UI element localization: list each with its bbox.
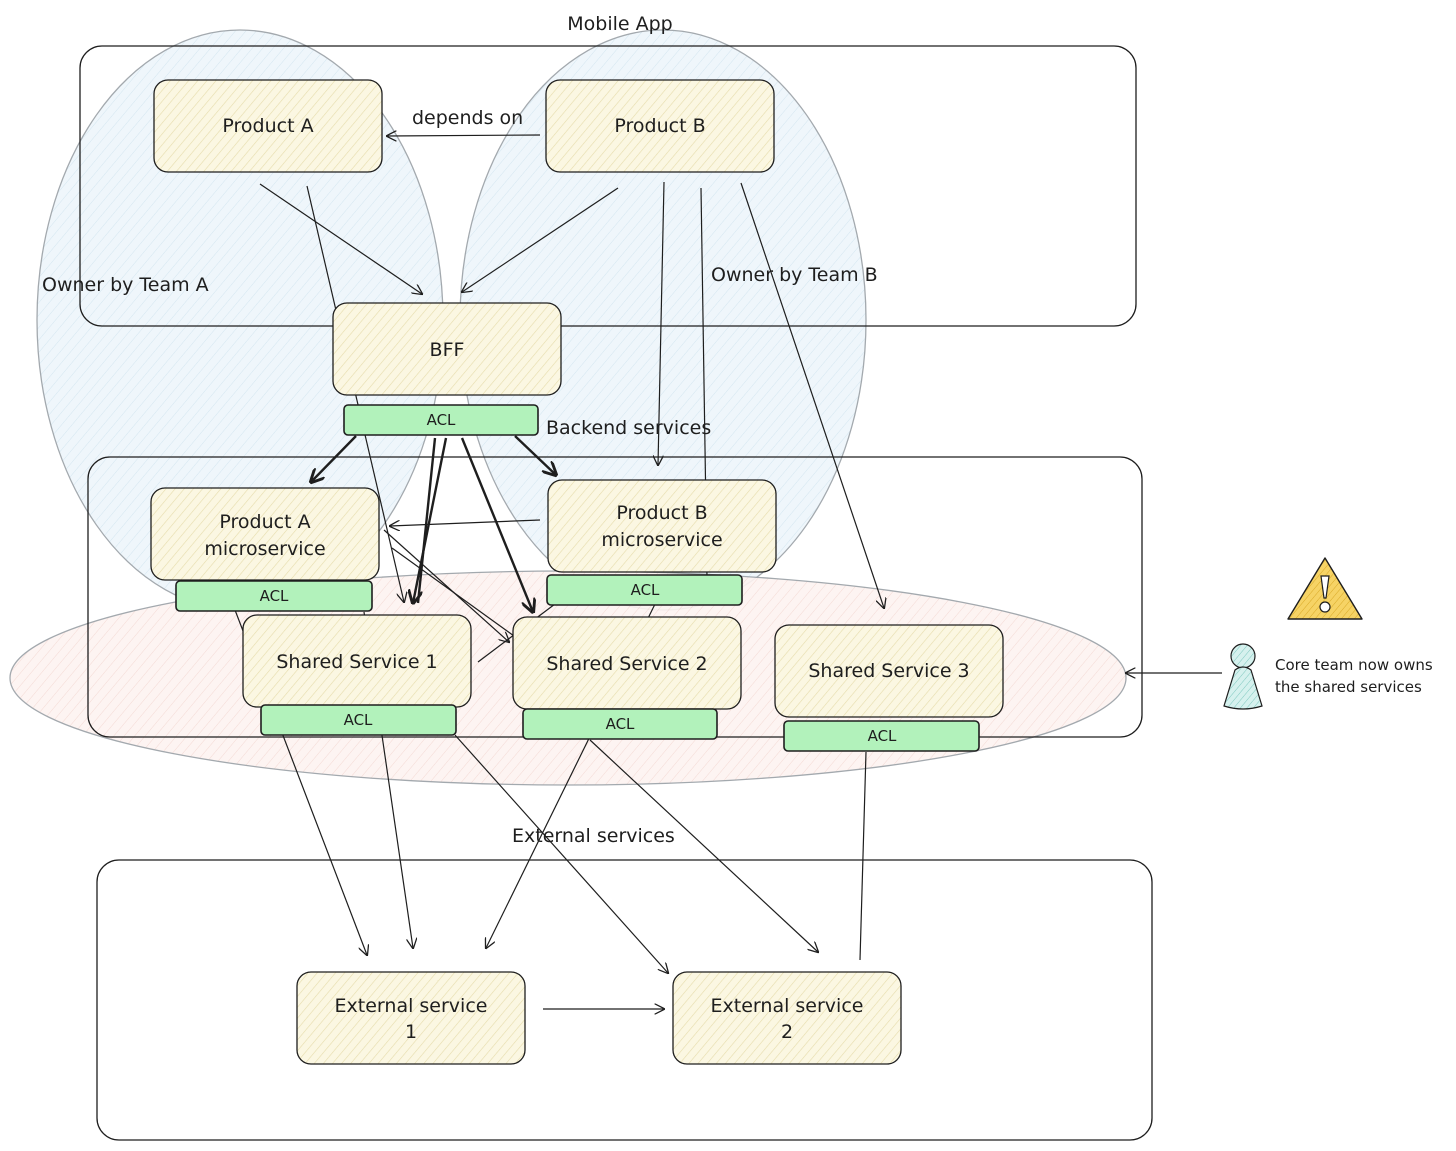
product-b-microservice-node[interactable]: Product B microservice <box>547 479 777 573</box>
external-service-1-label-2: 1 <box>405 1021 417 1043</box>
bff-node[interactable]: BFF <box>332 302 562 396</box>
external-service-2-node[interactable]: External service 2 <box>672 971 902 1065</box>
bff-label: BFF <box>430 339 465 361</box>
acl-shared-1-label: ACL <box>344 711 373 729</box>
product-a-microservice-node[interactable]: Product A microservice <box>150 487 380 581</box>
edge-productb-to-producta <box>387 135 541 136</box>
product-a-ms-label-1: Product A <box>219 511 310 533</box>
product-b-ms-label-2: microservice <box>601 529 722 551</box>
shared-service-3-label: Shared Service 3 <box>808 660 969 682</box>
core-team-note-line-2: the shared services <box>1275 678 1422 696</box>
product-b-label: Product B <box>614 115 705 137</box>
product-a-node[interactable]: Product A <box>153 79 383 173</box>
external-service-2-label-2: 2 <box>781 1021 793 1043</box>
edge-productb-to-productb-ms <box>658 181 665 465</box>
warning-icon <box>1287 557 1363 620</box>
edge-acl-s1-to-ext2 <box>454 734 668 973</box>
edge-acl-s3-to-ext2 <box>859 751 867 961</box>
shared-service-2-label: Shared Service 2 <box>546 653 707 675</box>
edge-productb-to-shared3 <box>740 182 884 608</box>
acl-product-a-ms[interactable]: ACL <box>175 580 373 612</box>
edge-bff-to-shared1-b <box>416 437 437 604</box>
shared-service-3-node[interactable]: Shared Service 3 <box>774 624 1004 718</box>
product-b-node[interactable]: Product B <box>545 79 775 173</box>
edge-bff-to-shared1 <box>413 437 448 603</box>
acl-product-b-ms[interactable]: ACL <box>546 574 743 606</box>
edge-productb-to-bff <box>462 187 619 292</box>
external-services-label: External services <box>512 825 675 847</box>
edge-productams-to-shared2 <box>383 529 509 642</box>
edge-productbms-to-productams <box>390 519 541 526</box>
acl-bff-label: ACL <box>427 411 456 429</box>
acl-bff[interactable]: ACL <box>343 404 539 436</box>
core-team-note-line-1: Core team now owns <box>1275 656 1433 674</box>
backend-services-label: Backend services <box>546 417 711 439</box>
person-icon <box>1223 643 1263 710</box>
shared-service-2-node[interactable]: Shared Service 2 <box>512 616 742 710</box>
mobile-app-container <box>79 45 1137 327</box>
bold-arrows <box>311 435 556 612</box>
edge-productams-to-shared2-b <box>391 547 515 637</box>
external-service-1-node[interactable]: External service 1 <box>296 971 526 1065</box>
product-b-ms-label-1: Product B <box>616 502 707 524</box>
edge-bff-to-productbms <box>514 435 556 475</box>
acl-product-a-ms-label: ACL <box>260 587 289 605</box>
edge-bff-to-productams <box>311 435 357 482</box>
external-service-1-label-1: External service <box>335 995 488 1017</box>
mobile-app-label: Mobile App <box>567 13 672 35</box>
acl-product-b-ms-label: ACL <box>631 581 660 599</box>
depends-on-label: depends on <box>412 107 523 129</box>
shared-service-1-label: Shared Service 1 <box>276 651 437 673</box>
edge-acl-s2-to-ext2 <box>589 739 818 952</box>
acl-shared-3[interactable]: ACL <box>783 720 980 752</box>
external-service-2-label-1: External service <box>711 995 864 1017</box>
external-services-container <box>96 859 1153 1141</box>
acl-shared-2-label: ACL <box>606 715 635 733</box>
product-a-ms-label-2: microservice <box>204 538 325 560</box>
team-b-owner-label: Owner by Team B <box>711 264 878 286</box>
acl-shared-2[interactable]: ACL <box>522 708 718 740</box>
acl-shared-3-label: ACL <box>868 727 897 745</box>
edge-producta-to-bff <box>259 183 422 294</box>
team-a-owner-label: Owner by Team A <box>42 274 209 296</box>
acl-shared-1[interactable]: ACL <box>260 704 457 736</box>
edge-bff-to-shared2 <box>460 437 533 612</box>
shared-service-1-node[interactable]: Shared Service 1 <box>242 614 472 708</box>
product-a-label: Product A <box>222 115 313 137</box>
